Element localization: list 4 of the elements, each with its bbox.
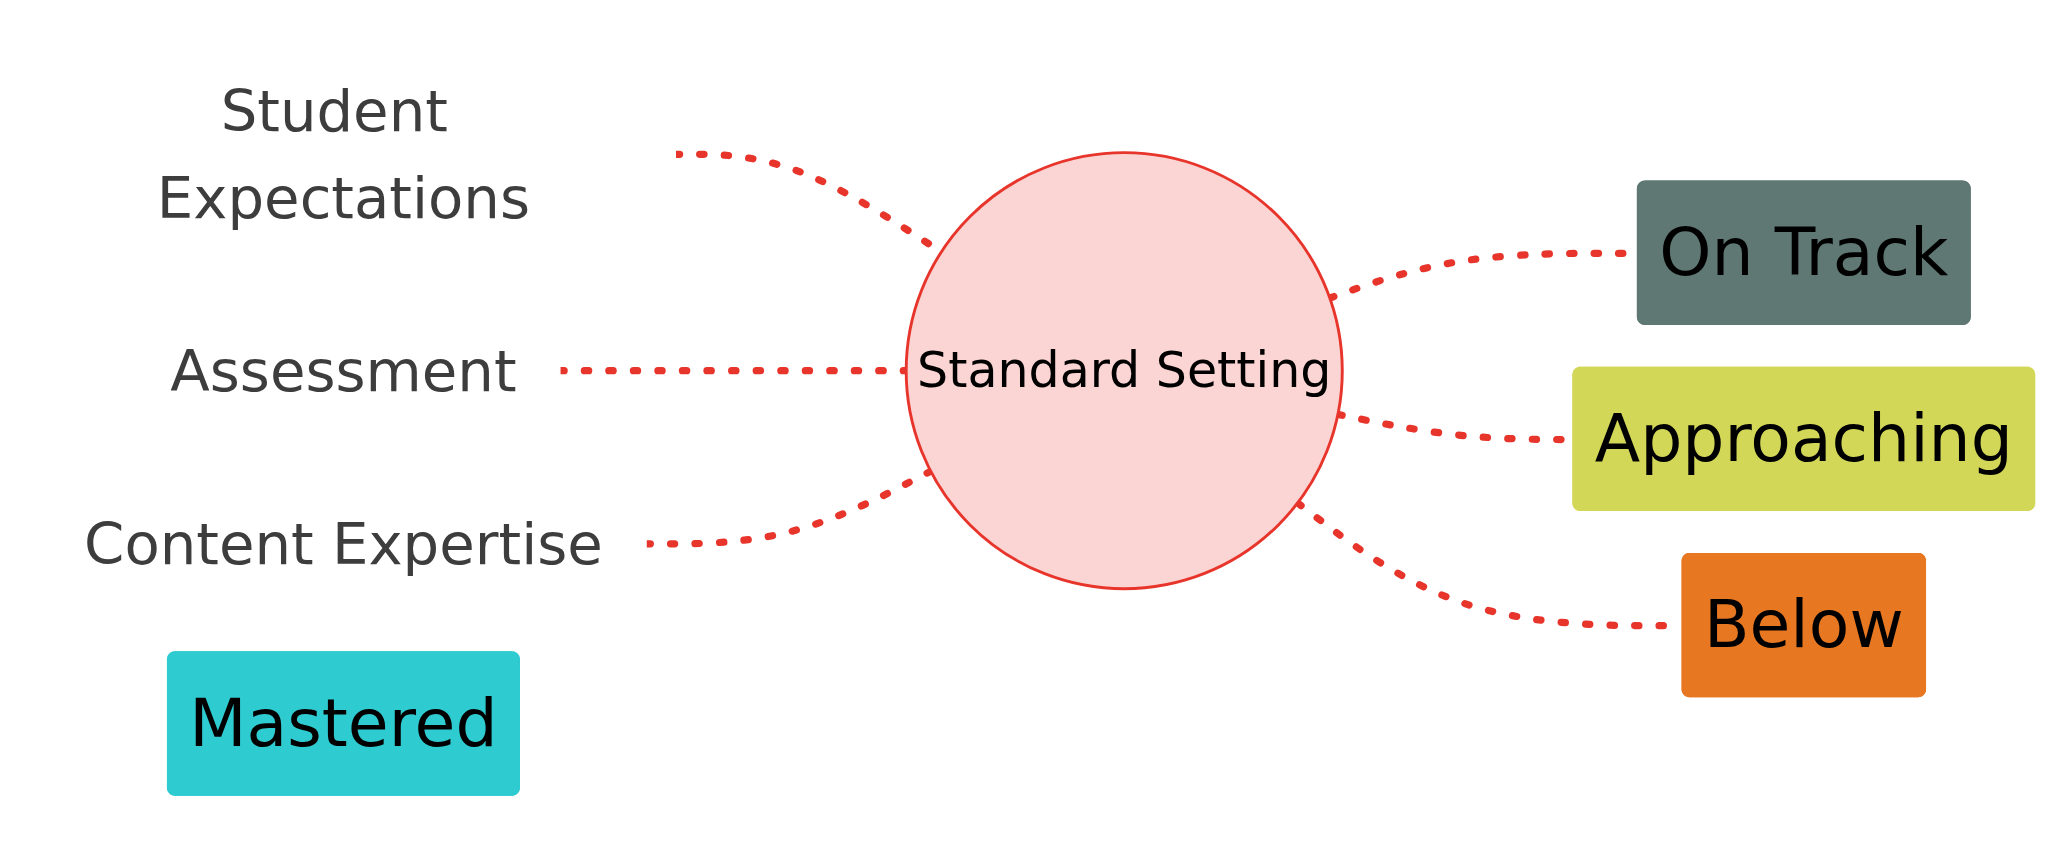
node-circle: Standard Setting: [904, 151, 1344, 591]
node-text: Assessment: [170, 337, 517, 404]
node-text: Student Expectations: [156, 77, 530, 231]
node-text: Content Expertise: [84, 510, 603, 578]
